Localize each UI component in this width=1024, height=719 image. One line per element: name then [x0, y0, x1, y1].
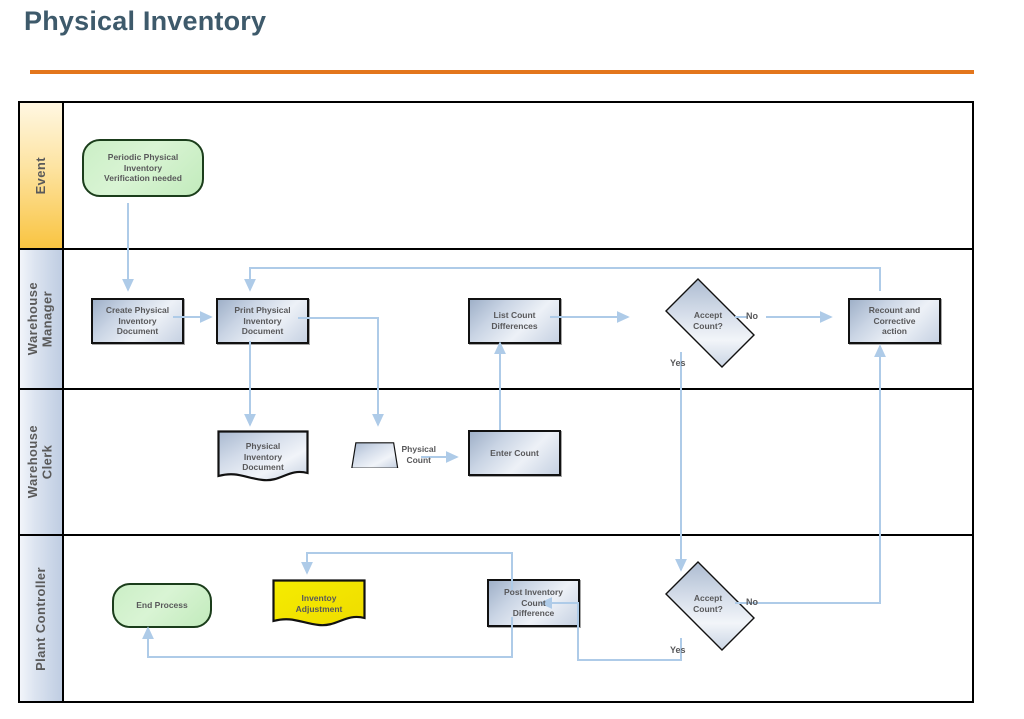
node-label: Post Inventory Count Difference	[503, 587, 564, 619]
node-end-process[interactable]: End Process	[112, 583, 212, 628]
node-create-physical-inventory-document[interactable]: Create Physical Inventory Document	[91, 298, 184, 344]
node-label: Physical Inventory Document	[242, 441, 284, 473]
node-label: Recount and Corrective action	[868, 305, 921, 337]
node-label: Accept Count?	[693, 310, 723, 331]
node-physical-inventory-document[interactable]: Physical Inventory Document	[217, 430, 309, 484]
node-label: Inventoy Adjustment	[295, 593, 343, 614]
lane-label-plant-controller: Plant Controller	[32, 566, 48, 671]
edge-label-accept2-no: No	[746, 597, 758, 607]
node-label: Accept Count?	[693, 593, 723, 614]
lane-warehouse-manager: Warehouse Manager Create Physical Invent…	[20, 248, 972, 388]
node-label: Periodic Physical Inventory Verification…	[104, 152, 182, 184]
title-divider-rule	[30, 70, 974, 74]
node-periodic-physical-inventory-verification-needed[interactable]: Periodic Physical Inventory Verification…	[82, 139, 204, 197]
node-print-physical-inventory-document[interactable]: Print Physical Inventory Document	[216, 298, 309, 344]
node-accept-count-decision-manager[interactable]: Accept Count?	[653, 278, 763, 368]
lane-warehouse-clerk: Warehouse Clerk	[20, 388, 972, 534]
edge-label-accept1-no: No	[746, 311, 758, 321]
trapezoid-shape	[351, 441, 399, 469]
node-label: Enter Count	[490, 447, 539, 458]
lane-plant-controller: Plant Controller End Process	[20, 534, 972, 701]
node-label: Print Physical Inventory Document	[234, 305, 291, 337]
lane-body-plant-controller: End Process Inventoy Adjustme	[64, 536, 972, 701]
lane-body-warehouse-clerk: Physical Inventory Document	[64, 390, 972, 534]
node-list-count-differences[interactable]: List Count Differences	[468, 298, 561, 344]
lane-header-event: Event	[20, 103, 64, 248]
document-shape	[217, 430, 309, 482]
edge-label-accept1-yes: Yes	[670, 358, 686, 368]
lane-header-warehouse-manager: Warehouse Manager	[20, 250, 64, 388]
lane-header-plant-controller: Plant Controller	[20, 536, 64, 701]
lane-label-warehouse-manager: Warehouse Manager	[25, 282, 55, 356]
lane-header-warehouse-clerk: Warehouse Clerk	[20, 390, 64, 534]
lane-label-warehouse-clerk: Warehouse Clerk	[25, 425, 55, 499]
node-label: Create Physical Inventory Document	[105, 305, 170, 337]
node-accept-count-decision-controller[interactable]: Accept Count?	[653, 561, 763, 651]
node-enter-count[interactable]: Enter Count	[468, 430, 561, 476]
swimlane-frame: Event Periodic Physical Inventory Verifi…	[18, 101, 974, 703]
node-label: List Count Differences	[491, 310, 538, 331]
lane-label-event: Event	[32, 156, 48, 195]
lane-body-warehouse-manager: Create Physical Inventory Document Print…	[64, 250, 972, 388]
node-physical-count[interactable]: Physical Count	[351, 430, 439, 480]
edge-label-accept2-yes: Yes	[670, 645, 686, 655]
page-title: Physical Inventory	[24, 6, 267, 36]
lane-body-event: Periodic Physical Inventory Verification…	[64, 103, 972, 248]
node-post-inventory-count-difference[interactable]: Post Inventory Count Difference	[487, 579, 580, 627]
node-inventory-adjustment[interactable]: Inventoy Adjustment	[272, 579, 366, 629]
node-recount-and-corrective-action[interactable]: Recount and Corrective action	[848, 298, 941, 344]
lane-event: Event Periodic Physical Inventory Verifi…	[20, 103, 972, 248]
node-label: End Process	[136, 600, 188, 611]
node-label: Physical Count	[401, 444, 437, 465]
